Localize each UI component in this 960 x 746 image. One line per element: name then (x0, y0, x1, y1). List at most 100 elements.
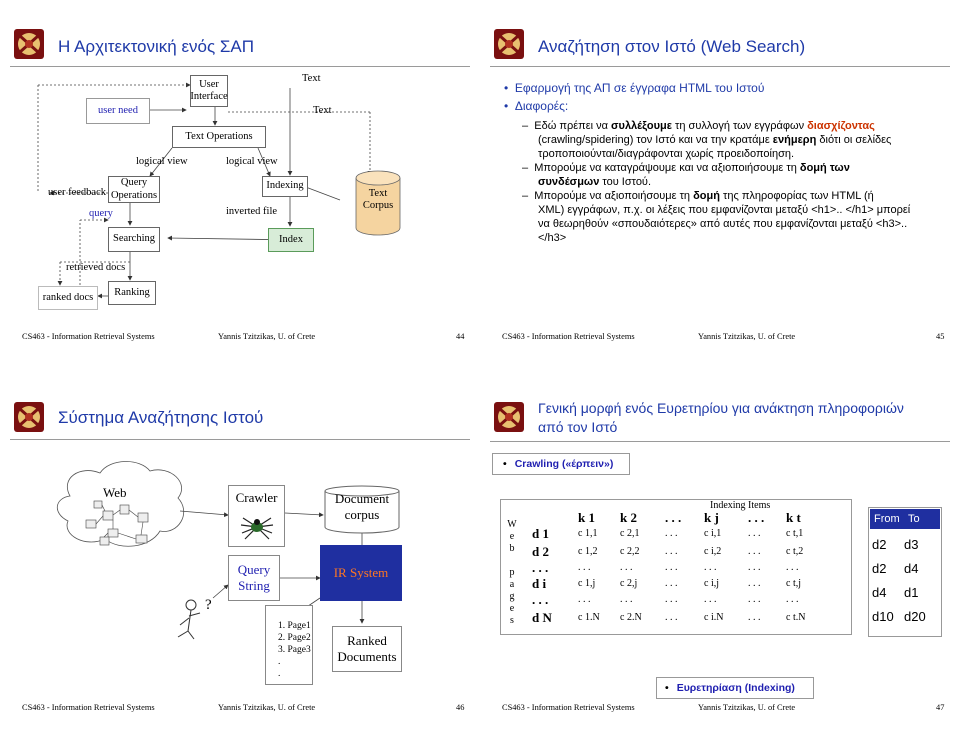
matrix-cell: c t.N (786, 612, 806, 623)
matrix-cell: . . . (748, 578, 761, 589)
results-page: 1. Page1 2. Page2 3. Page3 . . (265, 605, 313, 685)
result-2: 2. Page2 (278, 633, 311, 643)
title-divider (490, 441, 950, 442)
matrix-cell: c t,2 (786, 546, 804, 557)
result-1: 1. Page1 (278, 621, 311, 631)
bullet-2: • Διαφορές: (504, 99, 569, 113)
matrix-col-header: k j (704, 510, 719, 525)
footer-page: 45 (936, 332, 945, 341)
footer-course: CS463 - Information Retrieval Systems (22, 703, 155, 712)
index-matrix (500, 499, 852, 635)
person-figure (177, 599, 201, 640)
university-logo (492, 26, 526, 62)
link-table-cell: d3 (904, 537, 919, 552)
text-label-top: Text (302, 73, 321, 84)
query-string-box: Query String (228, 555, 280, 601)
slide-title-line-1: Γενική μορφή ενός Ευρετηρίου για ανάκτησ… (538, 400, 904, 416)
matrix-col-header: k 1 (578, 510, 595, 525)
matrix-cell: c 1,j (578, 578, 596, 589)
inverted-file-label: inverted file (226, 206, 278, 217)
university-logo (12, 399, 46, 435)
matrix-cell: . . . (665, 612, 678, 623)
matrix-cell: . . . (786, 562, 799, 573)
matrix-col-header: k t (786, 510, 801, 525)
matrix-cell: c 1,2 (578, 546, 598, 557)
matrix-cell: . . . (665, 594, 678, 605)
matrix-cell: . . . (665, 528, 678, 539)
result-4: . (278, 657, 281, 667)
footer-author: Yannis Tzitzikas, U. of Crete (698, 703, 796, 712)
result-3: 3. Page3 (278, 645, 311, 655)
text-corpus-label: Text Corpus (362, 188, 394, 212)
matrix-cell: . . . (748, 594, 761, 605)
title-divider (490, 66, 950, 67)
footer-page: 44 (456, 332, 465, 341)
slide-47: Γενική μορφή ενός Ευρετηρίου για ανάκτησ… (480, 373, 960, 746)
slide-title: Αναζήτηση στον Ιστό (Web Search) (538, 37, 806, 56)
user-interface-box: User Interface (190, 75, 228, 107)
title-divider (10, 66, 470, 67)
index-box: Index (268, 228, 314, 252)
web-search-diagram (56, 461, 365, 640)
matrix-col-header: . . . (665, 510, 682, 525)
matrix-cell: . . . (665, 562, 678, 573)
spider-icon (240, 517, 274, 540)
matrix-row-header: d 1 (532, 526, 549, 541)
matrix-row-header: d 2 (532, 544, 549, 559)
title-divider (10, 439, 470, 440)
link-table-cell: d2 (872, 537, 887, 552)
web-label: Web (103, 485, 127, 500)
matrix-cell: . . . (578, 594, 591, 605)
question-mark: ? (205, 597, 212, 613)
matrix-col-header: k 2 (620, 510, 637, 525)
matrix-cell: . . . (748, 528, 761, 539)
matrix-col-header: . . . (748, 510, 765, 525)
slide-title: Σύστημα Αναζήτησης Ιστού (58, 408, 264, 427)
footer-author: Yannis Tzitzikas, U. of Crete (698, 332, 796, 341)
text-operations-box: Text Operations (172, 126, 266, 148)
sub-bullet-2: – Μπορούμε να καταγράψουμε και να αξιοπο… (522, 162, 850, 188)
text-label-second: Text (313, 105, 332, 116)
link-table-cell: d10 (872, 609, 894, 624)
matrix-cell: . . . (748, 562, 761, 573)
slide-title-line-2: από τον Ιστό (538, 419, 618, 435)
retrieved-docs-label: retrieved docs (66, 262, 126, 273)
slide-46: Σύστημα Αναζήτησης Ιστού (0, 373, 480, 746)
matrix-cell: c i.N (704, 612, 724, 623)
indexing-box: Indexing (262, 176, 308, 197)
matrix-cell: c 2,1 (620, 528, 640, 539)
ir-system-box: IR System (320, 545, 402, 601)
link-table-cell: d4 (904, 561, 919, 576)
indexing-box: •Ευρετηρίαση (Indexing) (656, 677, 814, 699)
matrix-cell: . . . (704, 562, 717, 573)
query-operations-box: Query Operations (108, 176, 160, 203)
matrix-cell: c 1,1 (578, 528, 598, 539)
matrix-cell: c 1.N (578, 612, 600, 623)
matrix-cell: c t,j (786, 578, 801, 589)
footer-course: CS463 - Information Retrieval Systems (22, 332, 155, 341)
ranked-docs-box: ranked docs (38, 286, 98, 310)
matrix-cell: . . . (748, 546, 761, 557)
matrix-cell: . . . (620, 562, 633, 573)
matrix-row-header: d N (532, 610, 552, 625)
matrix-cell: c 2,j (620, 578, 638, 589)
university-logo (492, 399, 526, 435)
user-need-box: user need (86, 98, 150, 124)
footer-course: CS463 - Information Retrieval Systems (502, 703, 635, 712)
link-table-header-to: To (908, 513, 920, 525)
matrix-cell: c 2.N (620, 612, 642, 623)
text-corpus-cylinder: Text Corpus (354, 170, 402, 236)
logical-view-right: logical view (226, 156, 278, 167)
matrix-cell: . . . (578, 562, 591, 573)
matrix-row-header: . . . (532, 592, 549, 607)
university-logo (12, 26, 46, 62)
slide-44: Η Αρχιτεκτονική ενός ΣΑΠ user ne (0, 0, 480, 373)
matrix-cell: c i,j (704, 578, 719, 589)
result-5: . (278, 669, 281, 679)
user-feedback-label: user feedback (48, 187, 107, 198)
crawler-label: Crawler (235, 490, 278, 505)
link-table-cell: d4 (872, 585, 887, 600)
matrix-cell: c t,1 (786, 528, 804, 539)
matrix-cell: . . . (665, 546, 678, 557)
